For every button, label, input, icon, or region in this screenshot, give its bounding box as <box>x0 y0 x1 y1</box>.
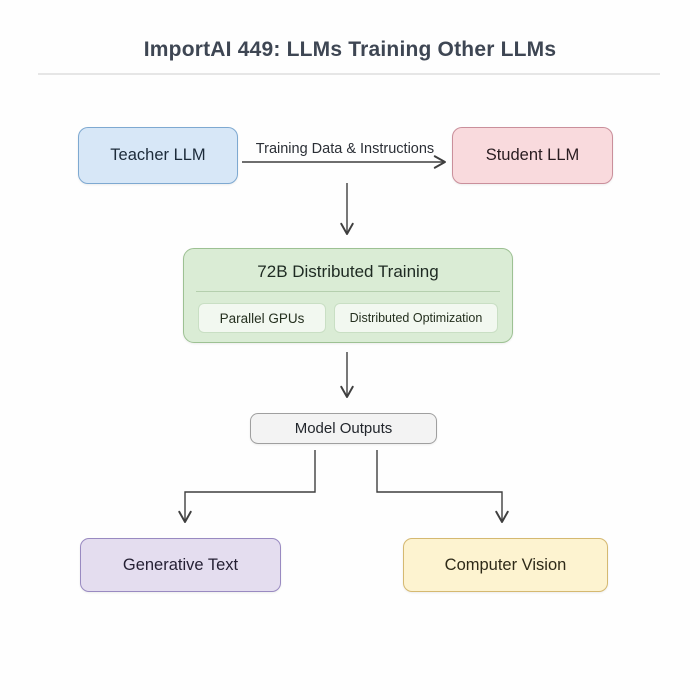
node-distributed-training: 72B Distributed Training Parallel GPUs D… <box>183 248 513 343</box>
node-computer-vision-label: Computer Vision <box>444 555 567 574</box>
subnode-parallel-gpus: Parallel GPUs <box>198 303 326 333</box>
page-title: ImportAI 449: LLMs Training Other LLMs <box>143 38 557 61</box>
edge-label-training-data: Training Data & Instructions <box>255 141 435 157</box>
subnode-distributed-optimization-label: Distributed Optimization <box>349 311 483 325</box>
node-student-llm: Student LLM <box>452 127 613 184</box>
node-computer-vision: Computer Vision <box>403 538 608 592</box>
node-generative-text-label: Generative Text <box>122 555 239 574</box>
edge-outputs-to-generative-text <box>178 450 316 523</box>
node-model-outputs: Model Outputs <box>250 413 437 444</box>
title-divider <box>38 73 660 75</box>
training-inner-divider <box>196 291 500 292</box>
node-teacher-llm-label: Teacher LLM <box>110 146 206 164</box>
node-student-llm-label: Student LLM <box>485 146 580 164</box>
node-teacher-llm: Teacher LLM <box>78 127 238 184</box>
node-distributed-training-label: 72B Distributed Training <box>257 262 439 281</box>
edge-outputs-to-computer-vision <box>376 450 509 523</box>
node-generative-text: Generative Text <box>80 538 281 592</box>
subnode-parallel-gpus-label: Parallel GPUs <box>219 310 305 326</box>
subnode-distributed-optimization: Distributed Optimization <box>334 303 498 333</box>
node-model-outputs-label: Model Outputs <box>294 420 393 437</box>
